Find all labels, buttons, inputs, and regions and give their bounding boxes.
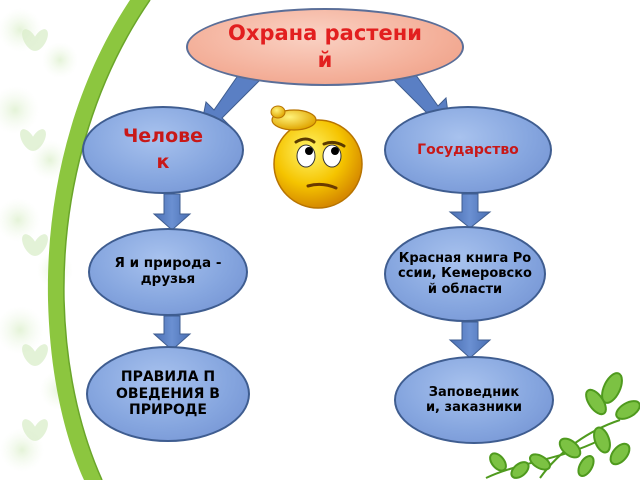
root-label: Охрана растений — [228, 20, 422, 72]
green-arc-band — [47, 0, 150, 480]
rules-label: ПРАВИЛА ПОВЕДЕНИЯ В ПРИРОДЕ — [116, 368, 220, 419]
arrow-right-2 — [448, 321, 492, 359]
state-label: Государство — [417, 141, 519, 158]
red-book-label: Красная книга России, Кемеровской област… — [398, 251, 532, 297]
person-node: Человек — [82, 106, 244, 194]
arrow-left-1 — [152, 193, 192, 231]
rules-node: ПРАВИЛА ПОВЕДЕНИЯ В ПРИРОДЕ — [86, 346, 250, 442]
arrow-right-1 — [448, 193, 492, 229]
person-label: Человек — [122, 125, 204, 173]
thinking-smiley-icon — [256, 98, 374, 214]
friends-node: Я и природа - друзья — [88, 228, 248, 316]
green-leaves-icon — [485, 372, 640, 479]
reserves-label: Заповедники, заказники — [425, 384, 523, 415]
state-node: Государство — [384, 106, 552, 194]
root-node: Охрана растений — [186, 8, 464, 86]
reserves-node: Заповедники, заказники — [394, 356, 554, 444]
arrow-left-2 — [152, 315, 192, 351]
red-book-node: Красная книга России, Кемеровской област… — [384, 226, 546, 322]
friends-label: Я и природа - друзья — [114, 255, 222, 287]
